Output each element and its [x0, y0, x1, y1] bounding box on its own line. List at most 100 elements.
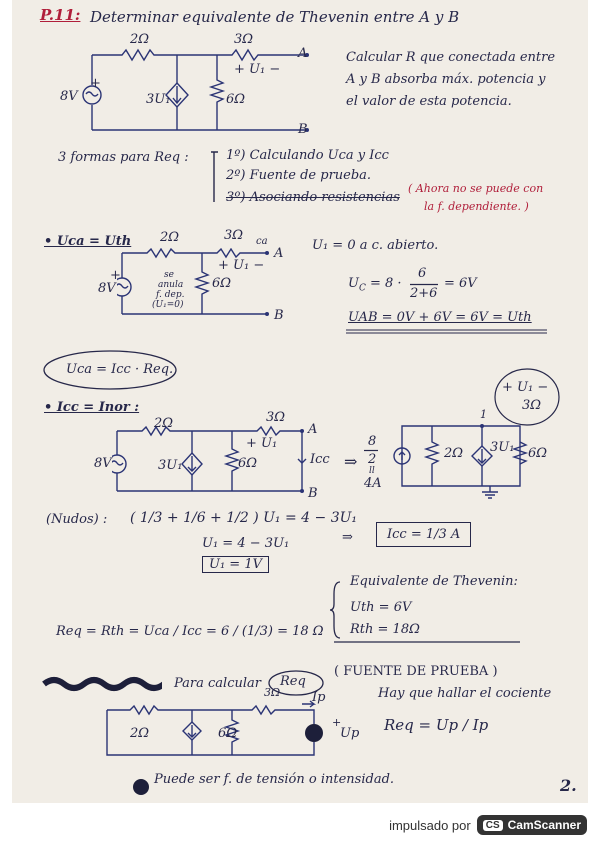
bubble-outline: [492, 366, 562, 428]
nodes-equation: ( 1/3 + 1/6 + 1/2 ) U₁ = 4 − 3U₁: [130, 510, 358, 526]
way-3: 3º) Asociando resistencias: [226, 190, 400, 205]
uca-u1-label: + U₁ −: [218, 258, 265, 273]
c1-plus: +: [90, 76, 101, 91]
statement-line-3: el valor de esta potencia.: [346, 94, 512, 109]
uca-dep-note-2: anula: [158, 280, 184, 290]
icc-label: • Icc = Inor :: [44, 400, 140, 415]
camscanner-brand-text: CamScanner: [507, 818, 581, 832]
uca-eq-uc-den: 2+6: [410, 286, 438, 301]
uca-circuit-diagram: [117, 248, 269, 316]
test-fuente: ( FUENTE DE PRUEBA ): [334, 664, 498, 679]
thevenin-underline: [332, 640, 522, 644]
uca-eq-uc-num: 6: [418, 266, 427, 281]
oval-outline: [40, 348, 180, 392]
c1-dep-label: 3U₁: [146, 92, 171, 107]
camscanner-brand[interactable]: impulsado por CS CamScanner: [389, 815, 587, 835]
icc-r1-label: 2Ω: [154, 416, 174, 431]
c1-node-a: A: [298, 46, 308, 61]
test-ip-label: Ip: [312, 690, 326, 705]
test-req-frac: Req = Up / Ip: [384, 716, 489, 734]
norton-r1-label: 2Ω: [444, 446, 464, 461]
icc-node-b: B: [308, 486, 318, 501]
uca-node-b: B: [274, 308, 284, 323]
uca-r3-label: 3Ω: [224, 228, 244, 243]
uca-label: • Uca = Uth: [44, 234, 132, 249]
test-para: Para calcular: [174, 676, 261, 691]
c1-r1-label: 2Ω: [130, 32, 150, 47]
icc-arrow: ⇒: [344, 452, 358, 471]
camscanner-footer: impulsado por CS CamScanner: [0, 803, 599, 848]
nodes-label: (Nudos) :: [46, 512, 108, 527]
icc-norton-num: 8: [368, 434, 377, 449]
uca-eq-uc-pre: U: [348, 276, 359, 291]
uca-eq-uc-mid: = 8 ·: [370, 276, 402, 291]
test-r3-label: 3Ω: [264, 686, 281, 699]
uca-eq-uc-res: = 6V: [444, 276, 477, 291]
icc-current-label: Icc: [310, 452, 330, 467]
uca-fraction-bar: [410, 283, 440, 286]
uca-r2-label: 6Ω: [212, 276, 232, 291]
statement-line-2: A y B absorba máx. potencia y: [346, 72, 546, 87]
u1-result: U₁ = 1V: [202, 556, 269, 573]
uca-node-a: A: [274, 246, 284, 261]
uca-eq-u1: U₁ = 0 a c. abierto.: [312, 238, 439, 253]
uca-source-label: 8V: [98, 281, 116, 296]
uca-eq-uc-sub: C: [358, 283, 366, 294]
c1-r2-label: 6Ω: [226, 92, 246, 107]
uca-ca-label: ca: [256, 236, 268, 247]
c1-u1-label: + U₁ −: [234, 62, 281, 77]
c1-r3-label: 3Ω: [234, 32, 254, 47]
problem-number: P.11:: [40, 6, 81, 24]
test-circuit-diagram: [102, 700, 323, 760]
icc-dep-label: 3U₁: [158, 458, 183, 473]
camscanner-badge: CS CamScanner: [476, 815, 587, 835]
bubble-u1: + U₁ −: [502, 380, 549, 395]
scanned-page: P.11: Determinar equivalente de Thevenin…: [12, 0, 588, 803]
powered-by-text: impulsado por: [389, 817, 471, 833]
thevenin-uth: Uth = 6V: [350, 600, 412, 615]
icc-norton-eq: ll: [369, 466, 375, 476]
ways-note-2: la f. dependiente. ): [424, 200, 529, 213]
c1-node-b: B: [298, 122, 308, 137]
req-equation: Req = Rth = Uca / Icc = 6 / (1/3) = 18 Ω: [56, 624, 324, 639]
norton-r2-label: 6Ω: [528, 446, 548, 461]
way-1: 1º) Calculando Uca y Icc: [226, 148, 389, 163]
norton-node-1: 1: [480, 408, 487, 421]
icc-norton-res: 4A: [364, 476, 382, 491]
norton-circuit-diagram: [390, 424, 540, 502]
test-r1-label: 2Ω: [130, 726, 150, 741]
way-2: 2º) Fuente de prueba.: [226, 168, 372, 183]
ways-bracket: [208, 148, 222, 206]
bubble-r: 3Ω: [522, 398, 542, 413]
ways-note-1: ( Ahora no se puede con: [408, 182, 544, 195]
icc-node-a: A: [308, 422, 318, 437]
c1-source-label: 8V: [60, 89, 78, 104]
norton-dep-label: 3U₁: [490, 440, 515, 455]
oval-text: Uca = Icc · Req.: [66, 362, 174, 377]
test-req-circled: Req: [280, 674, 306, 689]
scribble-mark: [42, 676, 162, 692]
ways-lead: 3 formas para Req :: [58, 150, 189, 165]
icc-r3-label: 3Ω: [266, 410, 286, 425]
icc-norton-den: 2: [368, 452, 377, 467]
uca-dep-note-3: f. dep.: [156, 290, 185, 300]
circuit-1-diagram: [82, 45, 309, 132]
icc-norton-bar: [364, 449, 380, 452]
footnote-text: Puede ser f. de tensión o intensidad.: [154, 772, 395, 787]
uca-eq-uc: UC = 8 ·: [348, 276, 402, 294]
statement-line-1: Calcular R que conectada entre: [346, 50, 556, 65]
page-number: 2.: [560, 776, 577, 795]
uca-dep-note-4: (U₁=0): [152, 300, 184, 310]
icc-result: Icc = 1/3 A: [376, 522, 472, 547]
camscanner-logo-icon: CS: [482, 819, 503, 831]
icc-circuit-diagram: [112, 425, 312, 493]
thevenin-title: Equivalente de Thevenin:: [350, 574, 518, 589]
test-plus: +: [332, 716, 342, 729]
footnote-bullet: [133, 779, 149, 795]
thevenin-rth: Rth = 18Ω: [350, 622, 420, 637]
icc-r2-label: 6Ω: [238, 456, 258, 471]
test-r2-label: 6Ω: [218, 726, 238, 741]
uca-underline: [346, 328, 547, 334]
icc-result-arrow: ⇒: [342, 530, 353, 545]
uca-eq-uab: UAB = 0V + 6V = 6V = Uth: [348, 310, 532, 325]
